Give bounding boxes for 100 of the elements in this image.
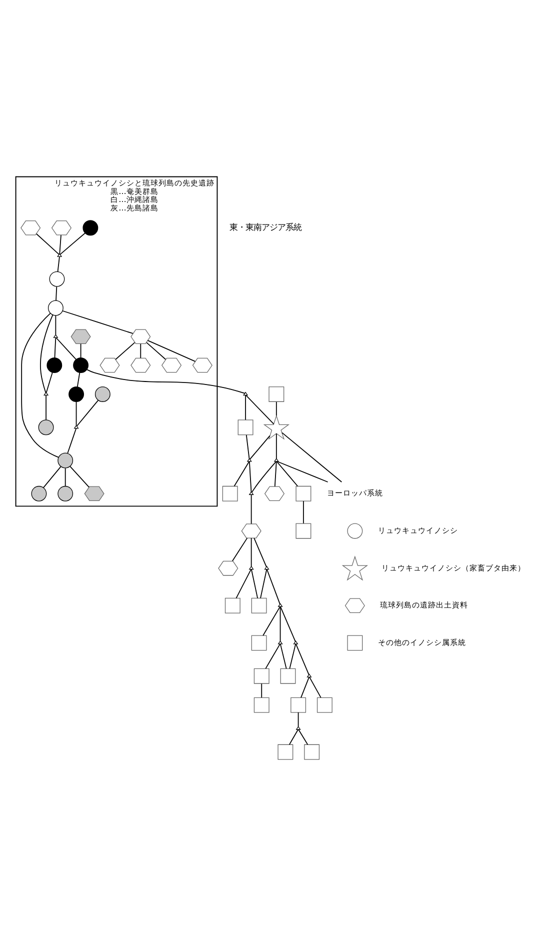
connector [280,606,296,642]
connector [56,286,58,300]
node-circle [31,485,47,501]
node-circle [58,452,74,468]
connector [56,336,76,360]
node-hexagon [161,357,182,372]
connector [254,537,267,567]
connector [276,460,298,486]
connector [280,606,281,641]
connector [261,682,262,698]
node-triangle [293,640,298,644]
node-circle [58,485,74,501]
node-hexagon [130,357,151,372]
node-triangle [57,252,62,256]
node-box [296,522,312,538]
node-box [251,597,267,613]
node-box [296,485,312,501]
connector [46,372,53,392]
connector [298,728,308,745]
connector [67,427,77,454]
node-triangle [274,458,279,462]
connector [260,568,268,598]
node-hexagon [218,560,238,576]
connector [236,568,252,598]
connector [266,568,280,604]
connector [140,342,142,358]
node-triangle [44,391,49,396]
connector [248,460,252,492]
node-triangle [278,602,283,606]
connector [70,465,90,488]
node-hexagon [70,328,91,344]
node-box [222,485,238,501]
connector [115,342,136,360]
node-box [238,419,254,435]
connector [232,537,248,561]
connector [262,606,280,636]
node-hexagon [192,357,212,372]
node-triangle [246,458,252,462]
node-box [254,696,270,712]
connector [280,643,287,668]
node-triangle [248,490,254,494]
connector [282,432,342,482]
node-hexagon [130,328,151,344]
node-hexagon [84,486,104,501]
connector [60,232,86,254]
node-circle [49,270,65,286]
connector [57,256,60,272]
connector [62,310,134,334]
node-box [254,668,270,684]
node-hexagon [51,220,72,235]
connector [234,460,250,486]
connector [250,568,258,598]
node-hexagon [20,220,41,235]
connector [55,314,56,335]
connector [289,643,296,668]
node-box [251,634,267,650]
node-box [290,696,306,712]
connector [276,460,328,482]
connector [276,401,277,416]
node-hexagon [241,523,262,538]
connector [303,500,304,524]
connector [274,460,277,486]
connector [250,494,252,524]
node-triangle [53,334,58,338]
node-triangle [74,424,79,428]
connector [76,401,77,426]
connector [76,399,99,426]
node-hexagon [100,357,120,372]
connector [245,394,246,420]
connector [59,234,62,254]
connector [250,537,252,566]
node-triangle [296,726,301,730]
node-triangle [264,565,270,570]
connector [40,314,54,393]
node-box [316,696,332,712]
connector [43,466,62,488]
connector [298,712,299,726]
connector [300,676,310,698]
connector [86,368,246,394]
connector [276,432,277,458]
connector [146,342,166,360]
node-circle [82,220,98,236]
node-hexagon [264,486,285,501]
node-circle [38,419,54,435]
node-box [278,744,294,760]
node-box [268,386,284,402]
connector [245,394,274,424]
node-circle [94,386,110,402]
node-box [224,597,240,613]
node-triangle [248,565,254,570]
connector [147,339,196,362]
node-box [304,744,320,760]
connector [80,342,82,358]
label: 東・東南アジア系統 [229,222,302,232]
connector [246,434,250,459]
node-triangle [243,391,248,396]
connector [288,728,298,745]
connector [36,232,60,254]
connector [295,643,310,674]
connector [265,643,281,668]
